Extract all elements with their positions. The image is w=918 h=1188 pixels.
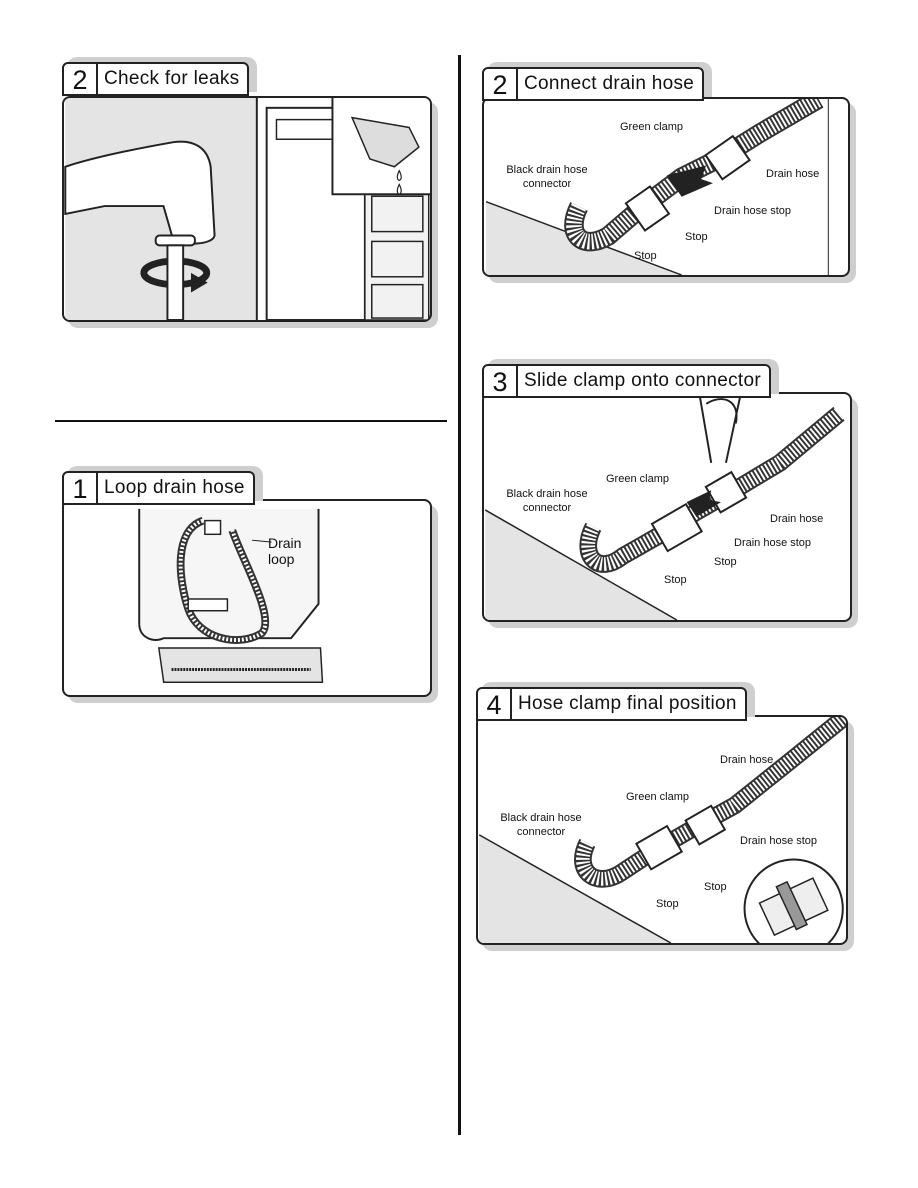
stop-label: Stop: [704, 881, 727, 893]
check-leaks-tab: 2 Check for leaks: [62, 57, 258, 96]
check-leaks-illustration: [64, 98, 430, 320]
drain-hose-stop-label: Drain hose stop: [734, 537, 812, 549]
step-number: 4: [476, 687, 512, 721]
black-connector-label-line2: connector: [522, 178, 572, 190]
black-connector-label-line1: Black drain hose: [506, 164, 588, 176]
loop-hose-illustration: [138, 508, 324, 683]
stop-label: Stop: [656, 898, 679, 910]
step-number: 2: [482, 67, 518, 101]
panel-title: Connect drain hose: [518, 67, 705, 101]
drain-hose-label: Drain hose: [720, 754, 774, 766]
loop-hose-tab: 1 Loop drain hose: [62, 466, 263, 505]
check-leaks-panel: 2 Check for leaks: [62, 57, 438, 328]
final-position-panel: 4 Hose clamp final position Drain hose G…: [476, 682, 854, 951]
drain-loop-label-line1: Drain: [268, 535, 302, 551]
panel-title: Hose clamp final position: [512, 687, 747, 721]
section-rule: [55, 420, 447, 422]
black-connector-label-line1: Black drain hose: [500, 812, 582, 824]
stop-label: Stop: [685, 231, 708, 243]
drain-hose-label: Drain hose: [766, 168, 820, 180]
black-connector-label-line2: connector: [522, 502, 572, 514]
loop-hose-panel: 1 Loop drain hose Drain loop: [62, 466, 438, 703]
slide-clamp-panel: 3 Slide clamp onto connector Green clamp…: [482, 359, 858, 628]
green-clamp-label: Green clamp: [620, 121, 683, 133]
drain-loop-label-line2: loop: [268, 551, 295, 567]
connect-hose-tab: 2 Connect drain hose: [482, 62, 713, 101]
drain-hose-stop-label: Drain hose stop: [714, 205, 792, 217]
final-position-illustration: [478, 717, 846, 943]
black-connector-label-line2: connector: [516, 826, 566, 838]
stop-label: Stop: [714, 556, 737, 568]
step-number: 1: [62, 471, 98, 505]
panel-title: Loop drain hose: [98, 471, 255, 505]
drain-hose-stop-label: Drain hose stop: [740, 835, 818, 847]
column-divider: [458, 55, 461, 1135]
slide-clamp-tab: 3 Slide clamp onto connector: [482, 359, 779, 398]
connect-hose-illustration: [485, 99, 829, 275]
panel-title: Check for leaks: [98, 62, 250, 96]
slide-clamp-illustration: [484, 394, 845, 620]
step-number: 3: [482, 364, 518, 398]
drain-hose-label: Drain hose: [770, 513, 824, 525]
step-number: 2: [62, 62, 98, 96]
connect-hose-panel: 2 Connect drain hose Green clamp Black d…: [482, 62, 856, 283]
panel-title: Slide clamp onto connector: [518, 364, 771, 398]
green-clamp-label: Green clamp: [626, 791, 689, 803]
stop-label: Stop: [634, 250, 657, 262]
final-position-tab: 4 Hose clamp final position: [476, 682, 755, 721]
green-clamp-label: Green clamp: [606, 473, 669, 485]
black-connector-label-line1: Black drain hose: [506, 488, 588, 500]
stop-label: Stop: [664, 574, 687, 586]
